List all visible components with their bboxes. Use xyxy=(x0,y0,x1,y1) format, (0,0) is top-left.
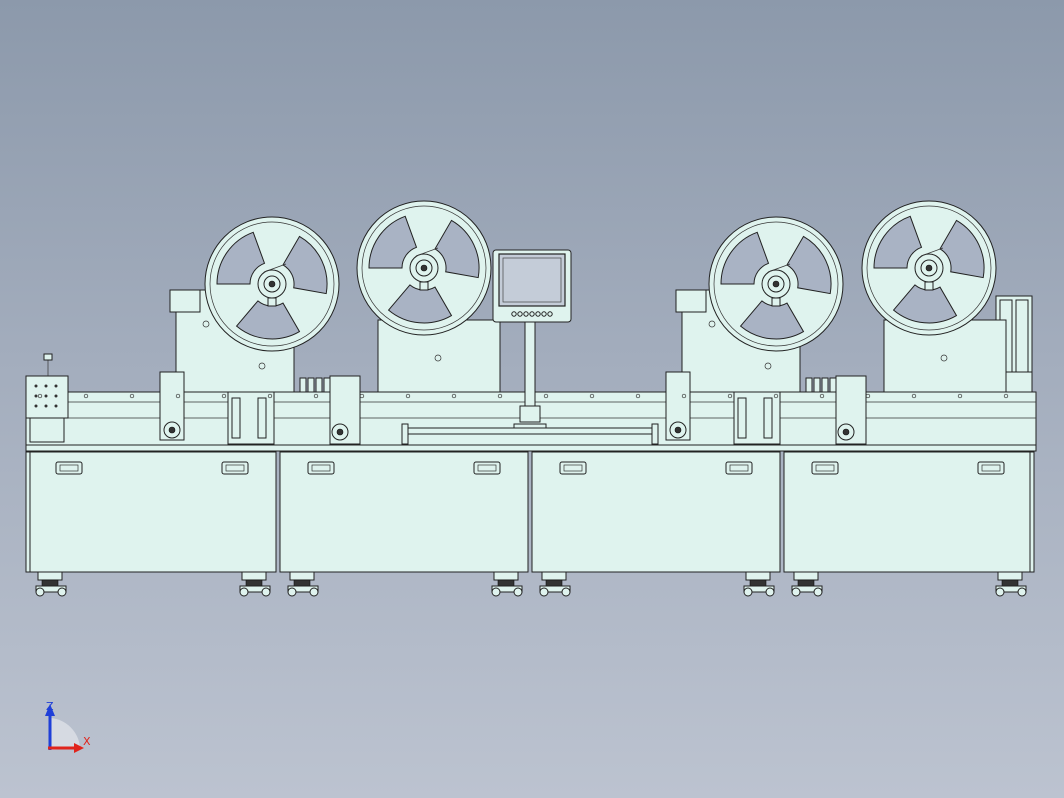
valve xyxy=(315,377,323,393)
monitor-button xyxy=(529,311,535,317)
monitor-button xyxy=(523,311,529,317)
leveling-foot xyxy=(35,571,67,597)
reel-window xyxy=(786,235,832,295)
axis-triad: Z X xyxy=(45,700,91,753)
reel-window xyxy=(720,231,770,285)
x-axis-label: X xyxy=(83,735,91,748)
reel-window xyxy=(368,215,418,269)
reel-window xyxy=(216,231,266,285)
leveling-foot xyxy=(995,571,1027,597)
stations xyxy=(37,200,1009,445)
leveling-foot xyxy=(791,571,823,597)
valve xyxy=(813,377,821,393)
reel-2 xyxy=(356,200,492,336)
hmi-monitor[interactable] xyxy=(492,249,572,323)
monitor-button xyxy=(547,311,553,317)
reel-window xyxy=(873,215,923,269)
valve xyxy=(829,377,837,393)
leveling-foot xyxy=(539,571,571,597)
leveling-foot xyxy=(743,571,775,597)
leveling-foot xyxy=(287,571,319,597)
left-control-box xyxy=(25,353,69,443)
z-axis-label: Z xyxy=(46,700,54,713)
frame-post-right xyxy=(1029,451,1035,573)
monitor-button xyxy=(517,311,523,317)
valve xyxy=(323,377,331,393)
monitor-mount xyxy=(401,319,659,445)
monitor-buttons xyxy=(511,311,553,317)
cabinet-1 xyxy=(27,451,277,597)
frame-post-left xyxy=(25,451,31,573)
reel-3 xyxy=(708,216,844,352)
reel-window xyxy=(434,219,480,279)
valve xyxy=(821,377,829,393)
base-cabinets xyxy=(25,451,1035,597)
valve xyxy=(805,377,813,393)
valve xyxy=(307,377,315,393)
leveling-foot xyxy=(239,571,271,597)
reel-1 xyxy=(204,216,340,352)
cabinet-4 xyxy=(783,451,1033,597)
reel-4 xyxy=(861,200,997,336)
reel-window xyxy=(939,219,985,279)
monitor-button xyxy=(511,311,517,317)
valve xyxy=(299,377,307,393)
cabinet-3 xyxy=(531,451,781,597)
monitor-screen[interactable] xyxy=(498,253,566,307)
monitor-button xyxy=(535,311,541,317)
reel-window xyxy=(282,235,328,295)
cabinet-2 xyxy=(279,451,529,597)
monitor-button xyxy=(541,311,547,317)
leveling-foot xyxy=(491,571,523,597)
